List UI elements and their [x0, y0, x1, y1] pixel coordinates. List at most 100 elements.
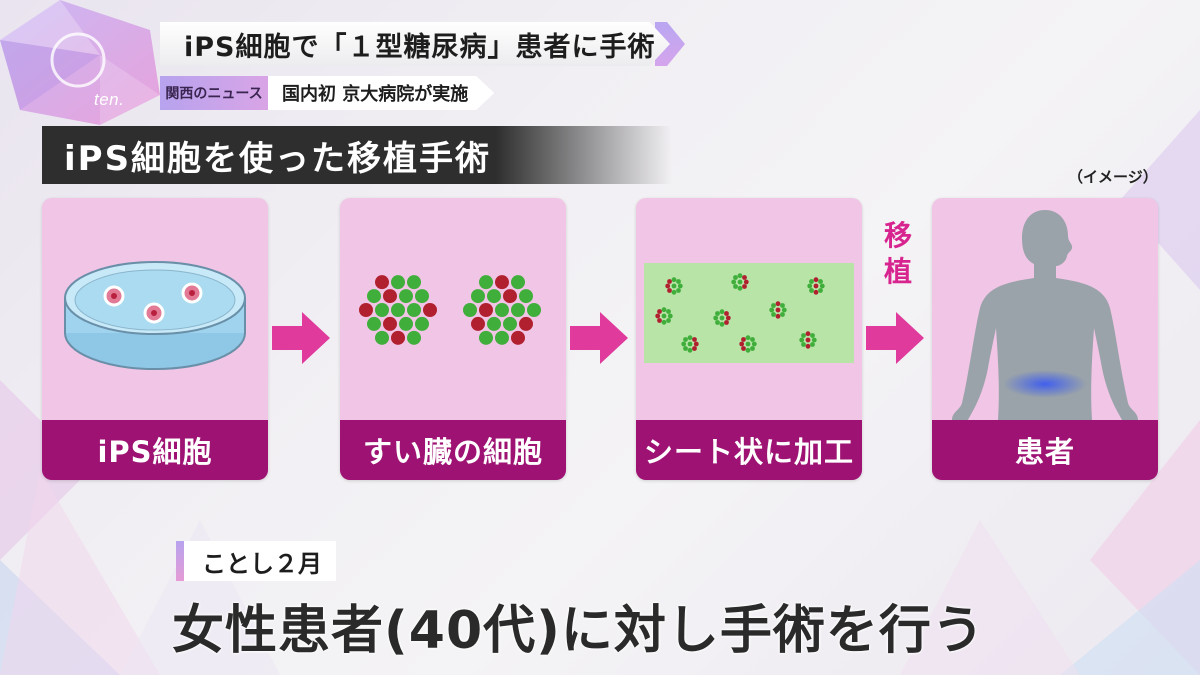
cell-dot	[771, 312, 776, 317]
cell-dot	[745, 347, 751, 353]
cell-dot	[399, 316, 413, 331]
cell-dot	[487, 316, 501, 331]
cell-dot	[657, 309, 662, 314]
cell-dot	[780, 312, 785, 317]
cell-dot	[715, 320, 720, 325]
cell-dot	[666, 309, 671, 314]
cell-dot	[383, 316, 397, 331]
cell-dot	[805, 331, 811, 337]
cell-dot	[750, 346, 755, 351]
cell-dot	[666, 318, 671, 323]
headline-banner: iPS細胞で「１型糖尿病」患者に手術	[160, 22, 670, 66]
cell-dot	[739, 341, 745, 347]
step-panel-ips-cells: iPS細胞	[42, 198, 268, 480]
cell-dot	[775, 307, 781, 313]
cell-dot	[479, 275, 493, 290]
cell-dot	[807, 283, 813, 289]
cell-dot	[801, 333, 806, 338]
cell-dot	[781, 307, 787, 313]
cell-dot	[751, 341, 757, 347]
cell-dot	[805, 337, 811, 343]
cell-dot	[810, 342, 815, 347]
cell-dot	[799, 337, 805, 343]
cell-dot	[399, 289, 413, 304]
cell-dot	[719, 315, 725, 321]
cell-dot	[801, 342, 806, 347]
cell-dot	[771, 303, 776, 308]
cell-dot	[731, 279, 737, 285]
cell-dot	[661, 313, 667, 319]
step-panel-cell-sheet: シート状に加工	[636, 198, 862, 480]
cell-dot	[479, 330, 493, 345]
cell-dot	[375, 330, 389, 345]
cell-dot	[811, 337, 817, 343]
step-panel-pancreatic-cells: すい臓の細胞	[340, 198, 566, 480]
cell-cluster-icon	[359, 275, 541, 345]
cell-dot	[471, 316, 485, 331]
cell-dot	[391, 330, 405, 345]
cell-dot	[687, 341, 693, 347]
cell-dot	[692, 346, 697, 351]
image-note: （イメージ）	[1068, 168, 1158, 186]
cell-dot	[671, 277, 677, 283]
cell-dot	[713, 315, 719, 321]
logo-text: ten.	[94, 90, 125, 109]
cell-dot	[677, 283, 683, 289]
cell-dot	[818, 288, 823, 293]
cell-dot	[681, 341, 687, 347]
cell-dot	[676, 288, 681, 293]
cell-dot	[805, 343, 811, 349]
date-tag: ことし２月	[176, 541, 336, 581]
cell-dot	[667, 313, 673, 319]
step-label-ips-cells: iPS細胞	[42, 420, 268, 480]
cell-dot	[495, 303, 509, 317]
cell-dot	[527, 303, 541, 317]
cell-dot	[693, 341, 699, 347]
cell-dot	[511, 330, 525, 345]
cell-dot	[683, 337, 688, 342]
cell-dot	[657, 318, 662, 323]
cell-dot	[819, 283, 825, 289]
cell-dot	[495, 275, 509, 290]
step-label-pancreatic-cells: すい臓の細胞	[340, 420, 566, 480]
cell-dot	[733, 284, 738, 289]
cell-dot	[737, 279, 743, 285]
cell-dot	[407, 330, 421, 345]
step-panel-patient: 患者	[932, 198, 1158, 480]
cell-dot	[479, 303, 493, 317]
cell-dot	[750, 337, 755, 342]
cell-dot	[511, 275, 525, 290]
cell-dot	[780, 303, 785, 308]
cell-dot	[671, 283, 677, 289]
cell-dot	[724, 311, 729, 316]
cell-dot	[818, 279, 823, 284]
transplant-label: 移植	[883, 219, 912, 288]
petri-dish-icon	[64, 261, 246, 370]
cell-dot	[810, 333, 815, 338]
cell-dot	[733, 275, 738, 280]
cell-dot	[667, 288, 672, 293]
cell-dot	[743, 279, 749, 285]
cell-dot	[715, 311, 720, 316]
cell-dot	[471, 289, 485, 304]
cell-dot	[725, 315, 731, 321]
cell-dot	[737, 285, 743, 291]
cell-dot	[495, 330, 509, 345]
section-title: iPS細胞を使った移植手術	[42, 126, 672, 184]
cell-dot	[391, 275, 405, 290]
cell-dot	[742, 284, 747, 289]
cell-dot	[383, 289, 397, 304]
cell-dot	[809, 279, 814, 284]
cell-dot	[423, 303, 437, 317]
step-label-cell-sheet: シート状に加工	[636, 420, 862, 480]
cell-dot	[742, 275, 747, 280]
step-label-patient: 患者	[932, 420, 1158, 480]
cell-dot	[367, 316, 381, 331]
cell-dot	[655, 313, 661, 319]
subheadline-text: 国内初 京大病院が実施	[268, 76, 495, 110]
cell-dot	[415, 316, 429, 331]
cell-dot	[687, 347, 693, 353]
cell-dot	[503, 289, 517, 304]
cell-dot	[463, 303, 477, 317]
